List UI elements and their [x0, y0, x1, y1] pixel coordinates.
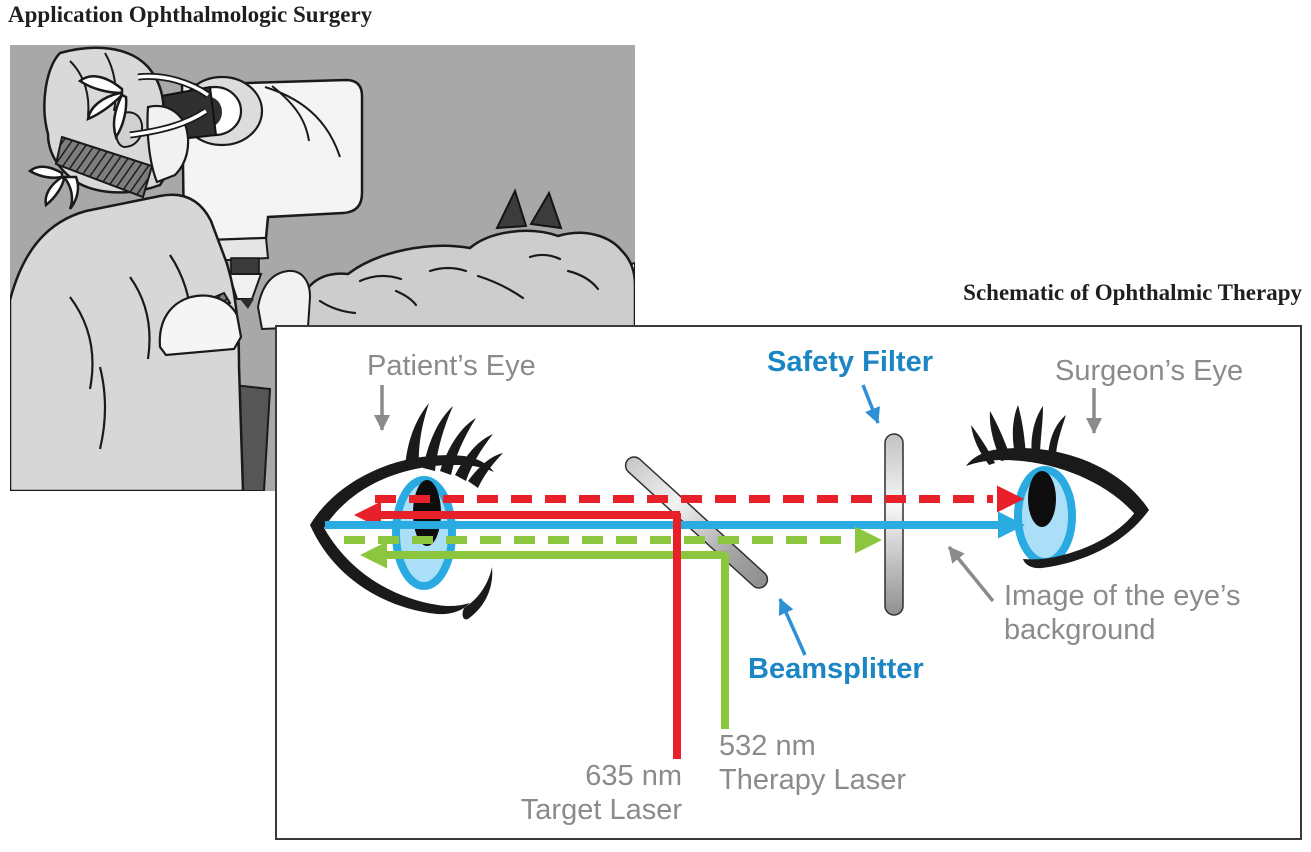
target-laser-label: 635 nm Target Laser [457, 759, 682, 827]
surgeon-hand [158, 291, 243, 357]
beamsplitter-label: Beamsplitter [748, 653, 924, 685]
surgeon-eye-label: Surgeon’s Eye [1055, 355, 1244, 387]
safety-filter-arrow [861, 384, 880, 424]
patient-eye [310, 403, 503, 620]
target-laser-name: Target Laser [520, 794, 682, 826]
target-laser-wavelength: 635 nm [585, 760, 682, 792]
laser-beams [325, 485, 1025, 759]
image-background-line1: Image of the eye’s [1004, 580, 1241, 612]
image-background-line2: background [1004, 614, 1156, 646]
therapy-laser-name: Therapy Laser [719, 764, 906, 796]
beamsplitter-arrow [778, 598, 807, 656]
head-strap [54, 135, 154, 199]
cap-tie-bow [77, 75, 128, 140]
patient-eye-label: Patient’s Eye [367, 350, 536, 382]
image-background-arrow [947, 545, 995, 603]
safety-filter-label: Safety Filter [767, 346, 933, 378]
schematic-diagram [310, 384, 1149, 759]
surgery-illustration [10, 45, 635, 491]
schematic-title: Schematic of Ophthalmic Therapy [963, 280, 1302, 305]
beam-green-dashed [344, 526, 882, 554]
beam-green-solid [360, 541, 725, 569]
schematic-panel: Patient’s Eye Safety Filter Surgeon’s Ey… [275, 325, 1302, 840]
surgeon-eye [966, 405, 1149, 569]
surgeon [10, 46, 245, 491]
therapy-laser-wavelength: 532 nm [719, 730, 816, 762]
therapy-laser-label: 532 nm Therapy Laser [719, 729, 906, 797]
mask-tie-bow [27, 165, 80, 210]
beam-red-dashed [375, 485, 1024, 513]
beam-blue-solid [325, 511, 1025, 539]
illustration-title: Application Ophthalmologic Surgery [8, 2, 373, 27]
callout-arrows [374, 384, 1102, 656]
image-background-label: Image of the eye’s background [1004, 579, 1240, 647]
